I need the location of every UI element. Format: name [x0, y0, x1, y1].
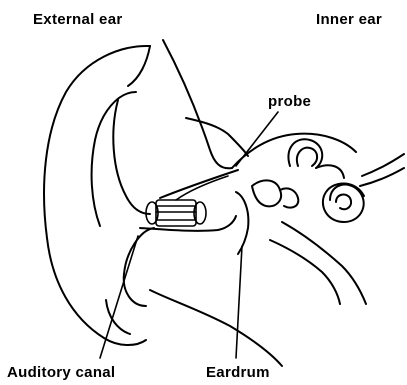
canal-upper-wall: [160, 170, 238, 198]
probe-label: probe: [268, 93, 311, 110]
helix-top: [128, 46, 150, 86]
inner-ear-label: Inner ear: [316, 11, 382, 28]
ossicles: [252, 180, 281, 206]
skull-line-3: [186, 118, 248, 156]
probe-device: [146, 176, 228, 226]
eardrum-membrane: [236, 192, 248, 254]
semicircular-canals: [288, 139, 344, 178]
ossicles-2: [280, 188, 298, 207]
eustachian-tube: [282, 222, 366, 304]
eardrum-leader: [236, 246, 242, 358]
auditory-nerve-2: [362, 154, 404, 176]
skull-outline: [163, 40, 232, 168]
concha-curve: [113, 100, 150, 214]
eustachian-tube-2: [270, 240, 340, 304]
head-lower: [150, 290, 282, 366]
skull-outline-2: [232, 134, 356, 168]
auditory-canal-label: Auditory canal: [7, 364, 115, 381]
eardrum-label: Eardrum: [206, 364, 270, 381]
auditory-nerve: [360, 168, 404, 186]
pinna-outline: [44, 46, 150, 345]
canal-leader: [100, 236, 138, 358]
external-ear-label: External ear: [33, 11, 122, 28]
cochlea-spiral: [323, 183, 364, 222]
